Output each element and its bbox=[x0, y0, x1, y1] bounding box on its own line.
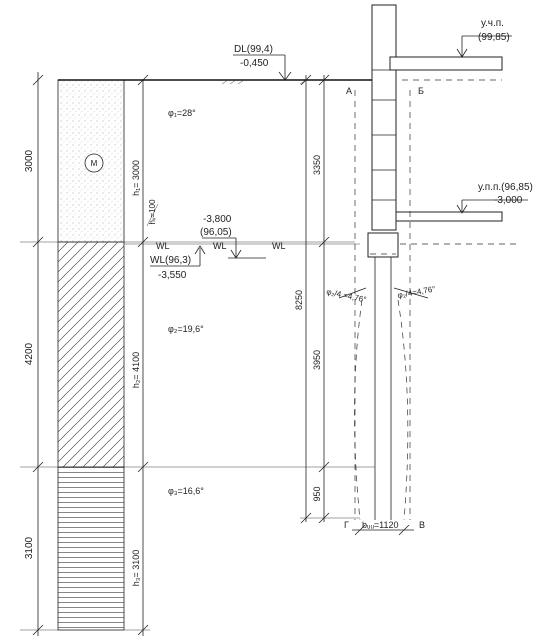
layer-3-thickness: 3100 bbox=[24, 536, 35, 559]
angle-right: φ₂/4=4,76° bbox=[397, 284, 436, 300]
hw-label: hᵥ=100 bbox=[148, 199, 157, 225]
layer-1-thickness: 3000 bbox=[24, 149, 35, 172]
dl-value: -0,450 bbox=[240, 58, 269, 69]
wl-tag-1: WL bbox=[156, 241, 170, 251]
soil-marker: M bbox=[84, 153, 104, 173]
point-a: А bbox=[346, 86, 352, 96]
phi-3-label: φ₃=16,6° bbox=[168, 486, 204, 496]
point-b: Б bbox=[418, 86, 424, 96]
dl-name: DL(99,4) bbox=[234, 44, 273, 55]
point-g: Г bbox=[344, 520, 349, 530]
foundation bbox=[367, 232, 399, 520]
layer-2-thickness: 4200 bbox=[24, 342, 35, 365]
layer-1-h-label: h₁= 3000 bbox=[131, 160, 141, 196]
dl-level-marker: DL(99,4) -0,450 bbox=[233, 44, 292, 81]
point-v: В bbox=[419, 520, 425, 530]
floor-level-name: у.ч.п. bbox=[481, 18, 504, 29]
layer-2-h-label: h₂= 4100 bbox=[131, 352, 141, 388]
wl-tag-2: WL bbox=[213, 241, 227, 251]
layer-3-h-label: h₃= 3100 bbox=[131, 550, 141, 586]
basement-slab: у.п.п.(96,85) -3,000 bbox=[395, 182, 533, 222]
depth-dimensions: 3350 8250 3950 950 bbox=[294, 74, 360, 524]
base-value: -3,800 bbox=[203, 214, 232, 225]
base-elevation: (96,05) bbox=[200, 227, 232, 238]
dim-8250: 8250 bbox=[294, 290, 304, 310]
pressure-zone bbox=[338, 90, 429, 521]
layer-boundaries bbox=[20, 241, 375, 631]
h-dimension-line: h₁= 3000 h₂= 4100 h₃= 3100 hᵥ=100 bbox=[131, 74, 159, 636]
width-label: bᵤᵤ=1120 bbox=[362, 520, 399, 530]
width-dimension: bᵤᵤ=1120 bbox=[352, 520, 414, 536]
dim-950: 950 bbox=[312, 486, 322, 501]
left-dimension-line: 3000 4200 3100 bbox=[24, 72, 44, 636]
water-level: WL WL WL WL(96,3) -3,550 bbox=[124, 241, 520, 281]
floor-level-value: (99,85) bbox=[478, 32, 510, 43]
wl-value: -3,550 bbox=[158, 270, 187, 281]
base-level-marker: -3,800 (96,05) bbox=[200, 214, 266, 259]
soil-layer-3 bbox=[57, 466, 125, 631]
building-wall bbox=[371, 4, 397, 231]
dim-3950: 3950 bbox=[312, 350, 322, 370]
soil-marker-label: M bbox=[91, 159, 98, 168]
phi-2-label: φ₂=19,6° bbox=[168, 324, 204, 334]
basement-level-name: у.п.п.(96,85) bbox=[478, 182, 533, 193]
phi-1-label: φ₁=28° bbox=[168, 108, 196, 118]
basement-level-value: -3,000 bbox=[494, 195, 523, 206]
soil-layer-2 bbox=[57, 241, 125, 468]
wl-name: WL(96,3) bbox=[150, 255, 191, 266]
wl-tag-3: WL bbox=[272, 241, 286, 251]
floor-slab: у.ч.п. (99,85) bbox=[389, 18, 512, 81]
dim-3350: 3350 bbox=[312, 155, 322, 175]
